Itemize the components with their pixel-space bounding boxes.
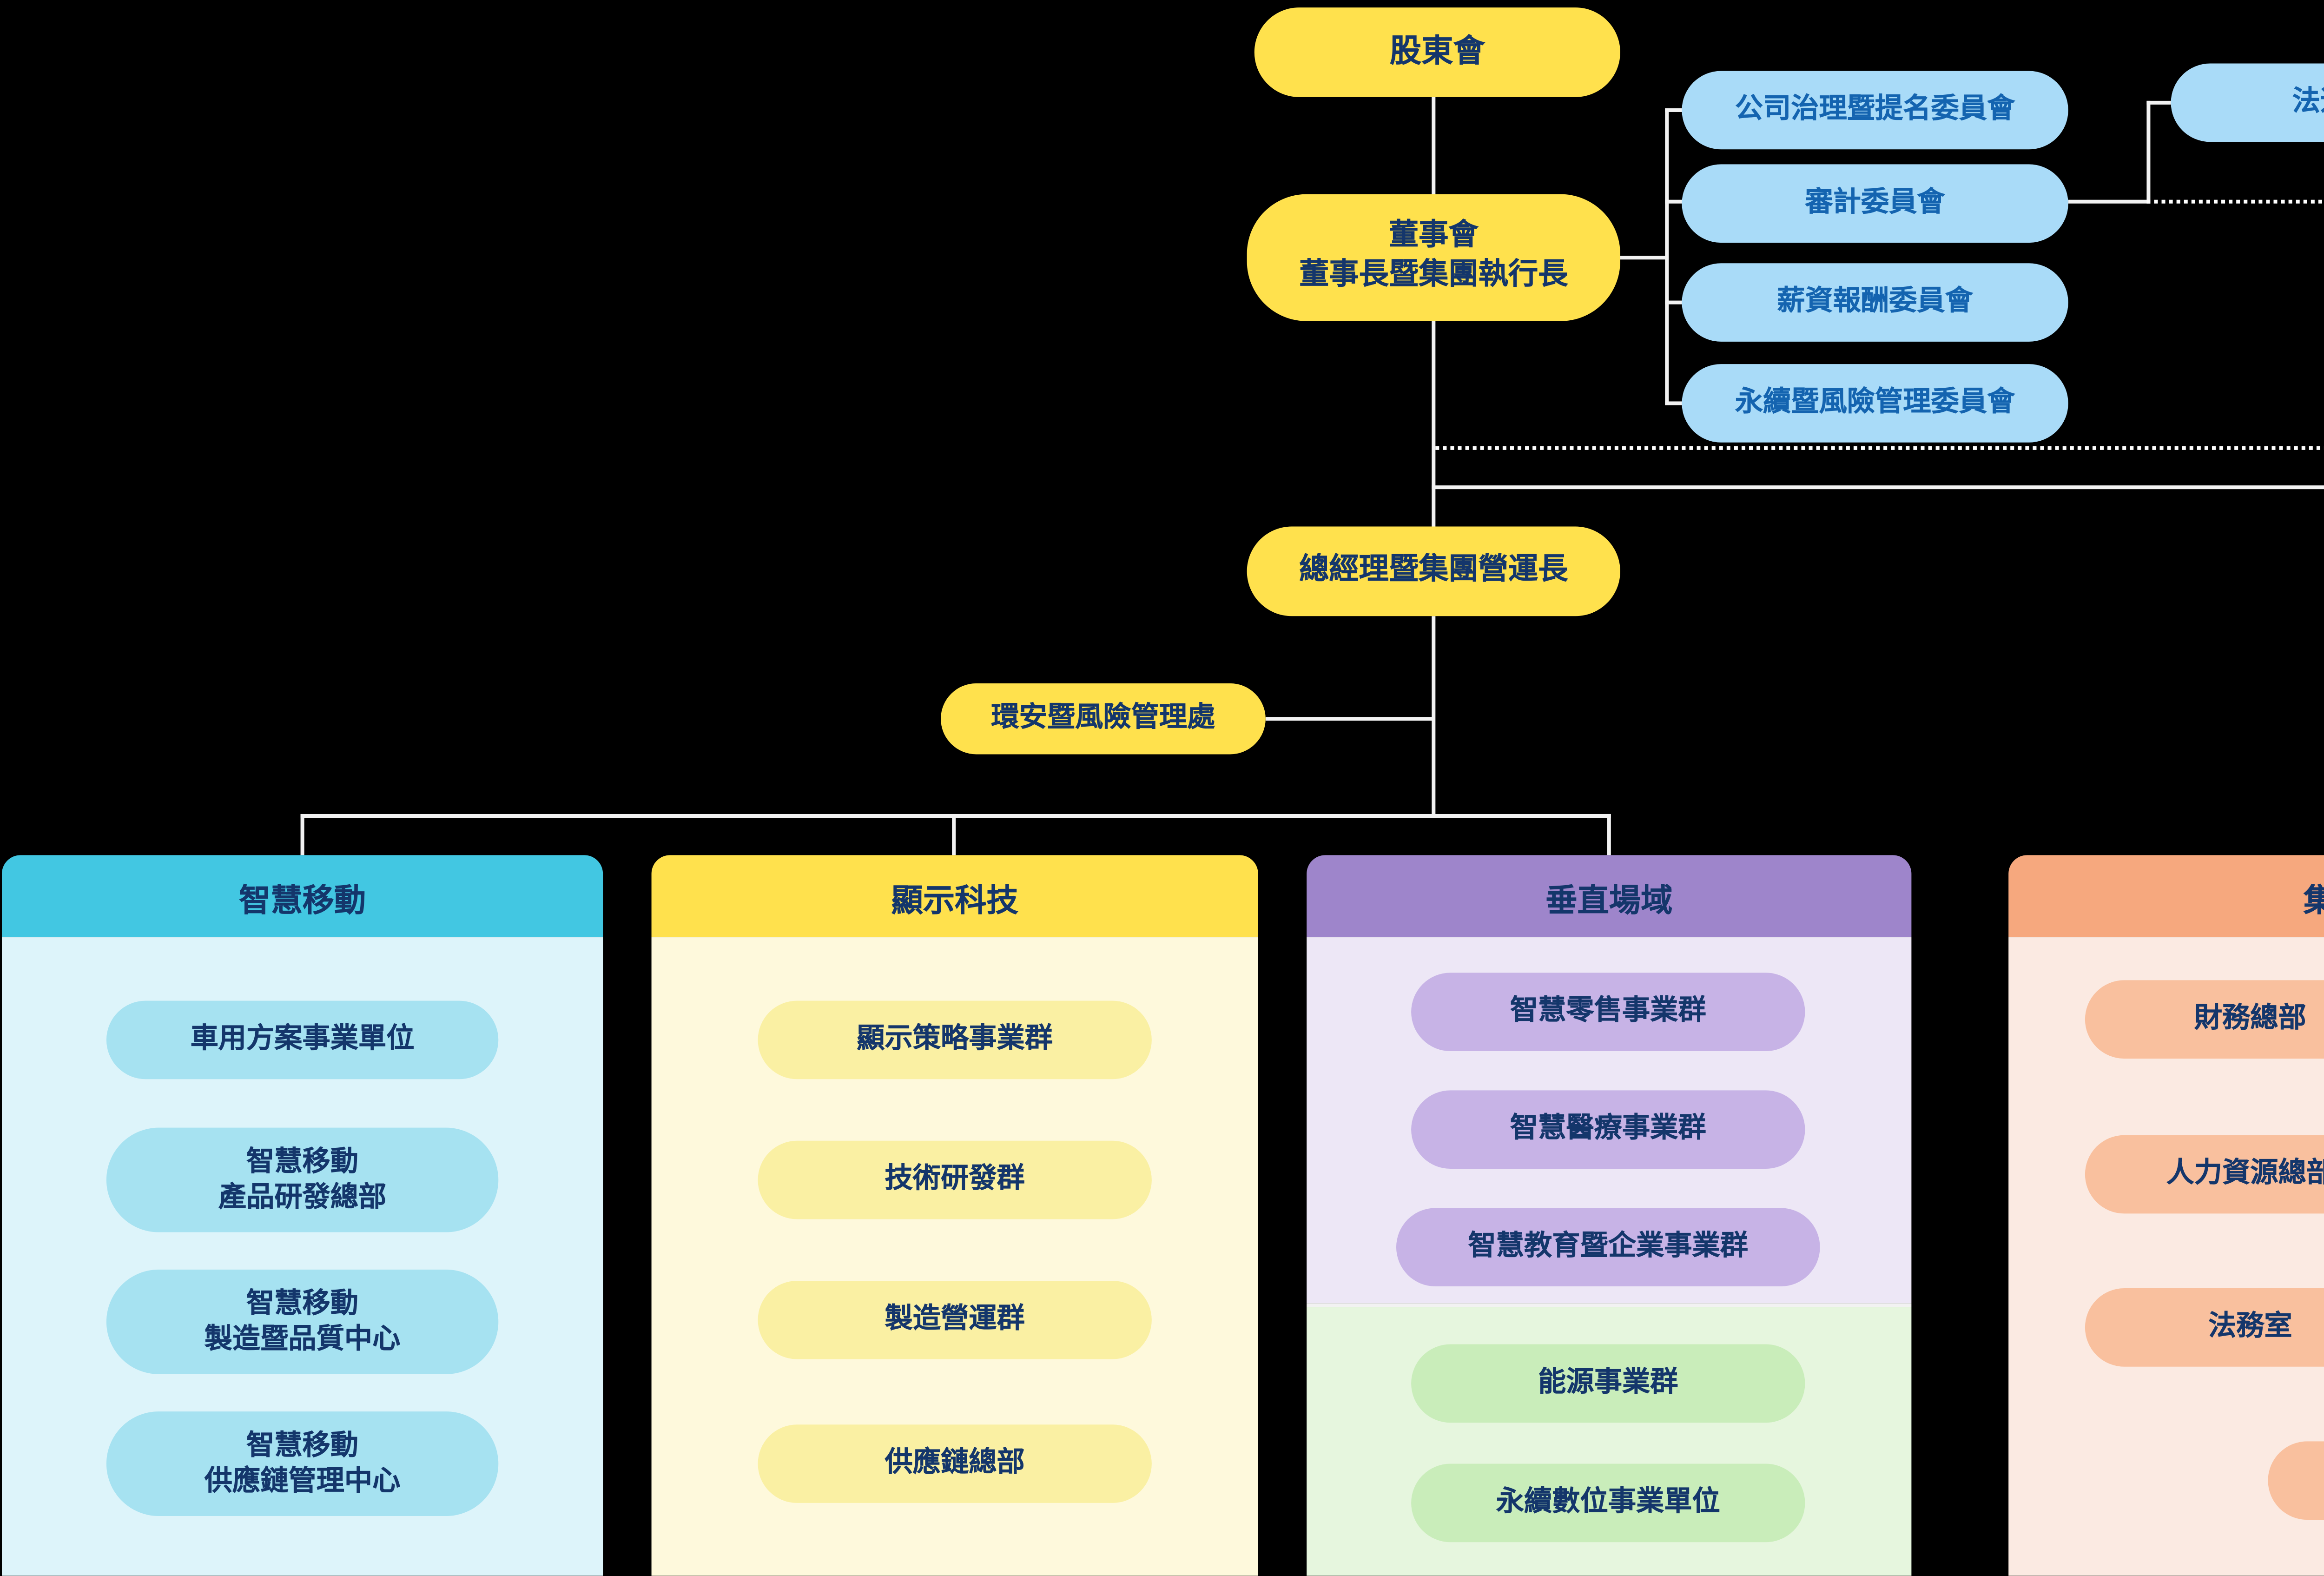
connector-to-compliance (2146, 100, 2171, 105)
node-chief-compliance-counsel: 法遵總顧問 (2171, 63, 2324, 142)
connector-committee-bracket (1665, 108, 1669, 405)
connector-board-president (1432, 321, 1436, 527)
connector-distributor-horizontal (300, 814, 1611, 818)
unit-finance-hq: 財務總部 (2085, 980, 2324, 1059)
unit-mobility-supply-chain: 智慧移動 供應鏈管理中心 (106, 1411, 499, 1516)
node-ehs-risk-office: 環安暨風險管理處 (941, 683, 1266, 755)
division-header-vertical-domains: 垂直場域 (1307, 855, 1912, 938)
connector-drop-mobility (300, 814, 304, 855)
connector-stub-committee-3 (1665, 300, 1690, 305)
node-committee-sustainability-risk: 永續暨風險管理委員會 (1682, 364, 2068, 443)
divider-vertical-domains (1307, 1303, 1912, 1307)
connector-stub-committee-1 (1665, 108, 1690, 112)
unit-smart-retail: 智慧零售事業群 (1411, 973, 1805, 1052)
unit-legal-office: 法務室 (2085, 1288, 2324, 1367)
dotted-audit-to-right-edge (2146, 199, 2324, 204)
unit-manufacturing-operations: 製造營運群 (758, 1280, 1152, 1359)
unit-supply-chain-hq: 供應鏈總部 (758, 1424, 1152, 1503)
node-committee-compensation: 薪資報酬委員會 (1682, 263, 2068, 342)
unit-display-strategy: 顯示策略事業群 (758, 1000, 1152, 1079)
division-header-display-tech: 顯示科技 (651, 855, 1258, 938)
unit-human-resources-hq: 人力資源總部 (2085, 1135, 2324, 1214)
connector-trunk-support-horizontal (1432, 485, 2324, 490)
unit-smart-education-enterprise: 智慧教育暨企業事業群 (1396, 1208, 1820, 1287)
connector-stub-committee-2 (1665, 199, 1690, 204)
unit-sustainable-digital: 永續數位事業單位 (1411, 1463, 1805, 1543)
division-header-smart-mobility: 智慧移動 (2, 855, 603, 938)
connector-ehs-trunk (1265, 717, 1434, 721)
unit-energy: 能源事業群 (1411, 1344, 1805, 1423)
connector-drop-display (952, 814, 956, 855)
unit-technology-rd: 技術研發群 (758, 1140, 1152, 1219)
connector-stub-committee-4 (1665, 401, 1690, 405)
node-committee-audit: 審計委員會 (1682, 164, 2068, 243)
unit-smart-medical: 智慧醫療事業群 (1411, 1090, 1805, 1169)
connector-audit-compliance-vertical (2146, 100, 2151, 204)
node-president-coo: 總經理暨集團營運長 (1247, 526, 1620, 616)
unit-automotive-solutions: 車用方案事業單位 (106, 1000, 499, 1079)
connector-president-distributor (1432, 616, 1436, 818)
connector-board-bracket (1620, 256, 1667, 260)
connector-shareholders-board (1432, 97, 1436, 198)
node-board-of-directors: 董事會 董事長暨集團執行長 (1247, 194, 1620, 321)
unit-mobility-manufacturing-quality: 智慧移動 製造暨品質中心 (106, 1269, 499, 1374)
unit-mobility-product-rd: 智慧移動 產品研發總部 (106, 1127, 499, 1232)
connector-drop-vertical-domain (1607, 814, 1611, 855)
dotted-compliance-to-trunk (1435, 446, 2324, 450)
division-header-group-support: 集團營運支援單位 (2008, 855, 2324, 938)
node-shareholders-meeting: 股東會 (1254, 7, 1620, 97)
node-committee-governance-nomination: 公司治理暨提名委員會 (1682, 71, 2068, 150)
connector-audit-right (2068, 199, 2151, 204)
